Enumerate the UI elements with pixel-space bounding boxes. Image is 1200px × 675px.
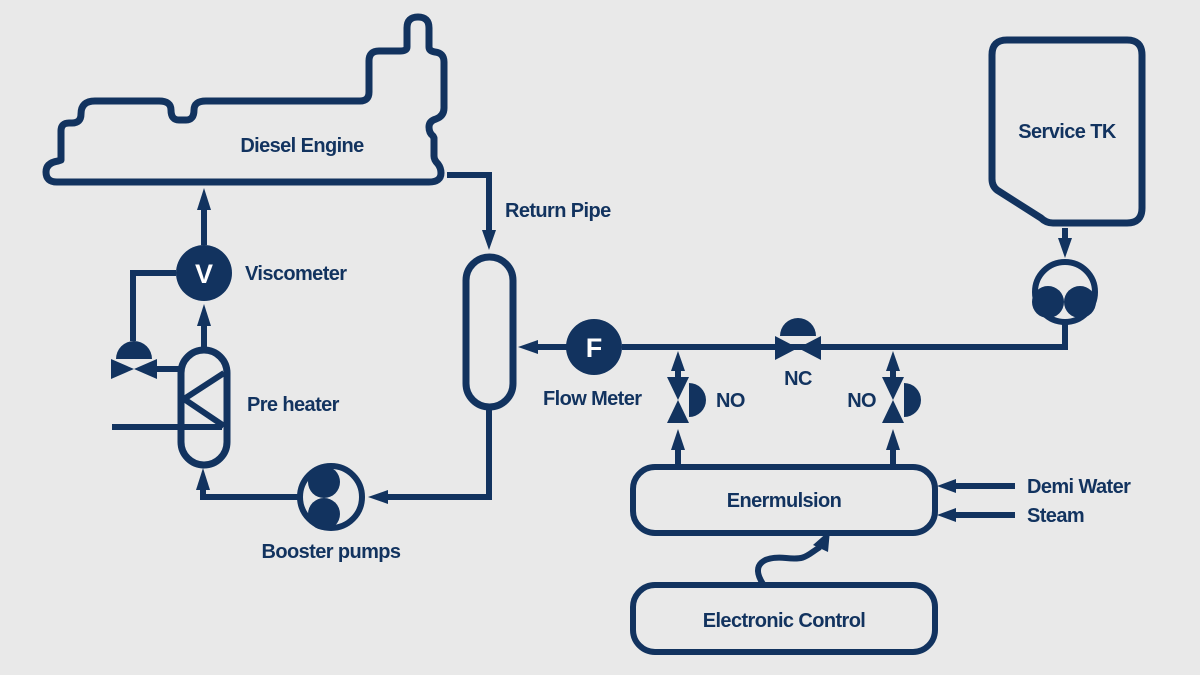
no-right-body-bottom <box>882 400 904 423</box>
nc-valve-actuator-dome <box>780 318 816 336</box>
enermulsion-box <box>630 464 938 536</box>
feed-pump-casing <box>1032 259 1098 325</box>
pre-heater-label: Pre heater <box>247 394 340 416</box>
demi-water-label: Demi Water <box>1027 476 1131 498</box>
viscometer: V Viscometer <box>176 188 348 301</box>
no-right-actuator-disc <box>904 383 921 417</box>
no-right-bottom-arrowhead <box>886 429 900 450</box>
no-valve-right: NO <box>847 351 921 466</box>
nc-valve-label: NC <box>784 368 812 390</box>
no-valve-right-label: NO <box>847 390 876 412</box>
diesel-engine-outline <box>42 13 448 186</box>
flow-meter-symbol <box>566 319 622 375</box>
booster-pump-gear-top <box>308 466 340 498</box>
flowmeter-outlet-arrowhead <box>518 340 538 354</box>
no-right-top-arrowhead <box>886 351 900 371</box>
service-tank-shell <box>988 36 1146 227</box>
control-signal-arrowhead <box>813 530 830 552</box>
viscometer-label: Viscometer <box>245 263 347 285</box>
main-supply-line <box>622 322 1068 350</box>
return-pipe-line <box>447 172 492 232</box>
service-tank-label: Service TK <box>1018 121 1117 143</box>
no-valve-left-label: NO <box>716 390 745 412</box>
flow-meter-letter: F <box>586 333 603 363</box>
no-left-top-arrowhead <box>671 351 685 371</box>
control-valve-actuator-dome <box>116 341 152 359</box>
no-left-actuator-disc <box>689 383 706 417</box>
service-tank: Service TK <box>988 36 1146 325</box>
feed-pump-gear-left <box>1032 286 1064 318</box>
enermulsion-unit: Enermulsion Demi Water Steam <box>630 464 1132 536</box>
nc-valve-body-left <box>775 336 798 360</box>
diesel-engine-label: Diesel Engine <box>240 135 364 157</box>
booster-pumps-label: Booster pumps <box>262 541 401 563</box>
engine-feed-arrowhead <box>197 188 211 210</box>
pre-heater-shell <box>177 346 231 469</box>
vessel-to-pump-line <box>388 407 492 500</box>
demi-water-arrowhead <box>937 479 956 493</box>
return-pipe-vessel <box>462 253 517 411</box>
booster-pumps: Booster pumps <box>196 407 492 563</box>
return-pipe-label: Return Pipe <box>505 200 611 222</box>
preheater-to-viscometer-arrowhead <box>197 304 211 326</box>
no-left-bottom-arrowhead <box>671 429 685 450</box>
control-signal-curve <box>755 544 822 586</box>
nc-valve: NC <box>775 318 821 390</box>
electronic-control-label: Electronic Control <box>703 610 866 632</box>
flow-meter: F Flow Meter <box>518 319 1068 410</box>
pre-heater: Pre heater <box>112 304 340 469</box>
booster-pump-gear-bottom <box>308 498 340 530</box>
steam-arrowhead <box>937 508 956 522</box>
enermulsion-label: Enermulsion <box>727 490 842 512</box>
no-valve-left: NO <box>667 351 745 466</box>
vessel-to-pump-arrowhead <box>368 490 388 504</box>
pump-to-preheater-arrowhead <box>196 468 210 490</box>
viscometer-signal-line <box>130 270 176 341</box>
pre-heater-coil <box>181 370 226 429</box>
electronic-control-unit: Electronic Control <box>630 530 938 655</box>
viscometer-letter: V <box>195 259 213 289</box>
tank-outlet-arrowhead <box>1058 238 1072 258</box>
steam-label: Steam <box>1027 505 1084 527</box>
control-valve-body-right <box>134 359 157 379</box>
no-left-body-bottom <box>667 400 689 423</box>
pump-to-preheater-line <box>200 490 300 500</box>
no-right-body-top <box>882 377 904 400</box>
feed-pump-gear-right <box>1064 286 1096 318</box>
return-pipe-arrowhead <box>482 230 496 250</box>
electronic-control-box <box>630 582 938 655</box>
no-left-body-top <box>667 377 689 400</box>
nc-valve-body-right <box>798 336 821 360</box>
diesel-engine-symbol: Diesel Engine <box>42 13 448 186</box>
control-valve-body-left <box>111 359 134 379</box>
viscometer-symbol <box>176 245 232 301</box>
preheater-control-valve <box>111 270 181 379</box>
flow-meter-label: Flow Meter <box>543 388 642 410</box>
